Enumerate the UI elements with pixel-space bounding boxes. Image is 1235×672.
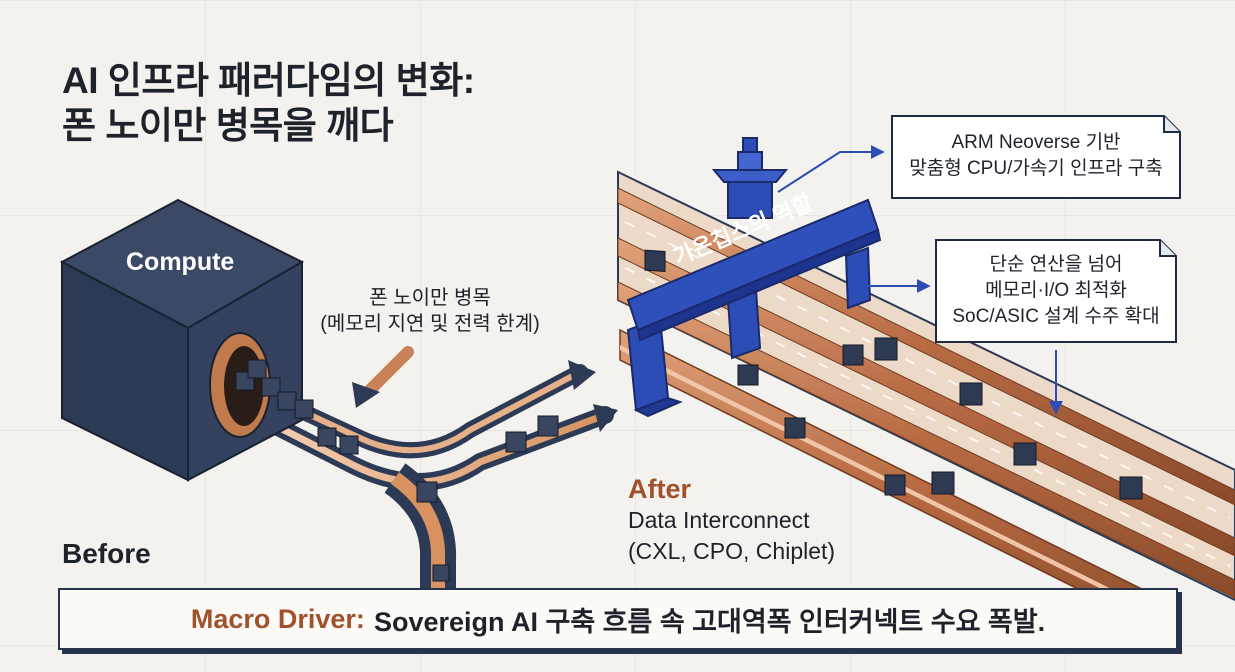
callout-connectors [777,145,1063,415]
bottleneck-caption: 폰 노이만 병목 (메모리 지연 및 전력 한계) [300,285,560,337]
bottleneck-line-1: 폰 노이만 병목 [369,287,491,309]
before-label: Before [62,538,151,569]
page-title: AI 인프라 패러다임의 변화: 폰 노이만 병목을 깨다 [62,58,475,148]
bottleneck-line-2: (메모리 지연 및 전력 한계) [320,313,540,335]
note-arm-line-1: ARM Neoverse 기반 [951,132,1121,153]
bottleneck-pipes [216,360,618,600]
after-caption: After Data Interconnect (CXL, CPO, Chipl… [628,474,835,567]
compute-label: Compute [126,248,235,276]
note-soc [935,239,1177,343]
note-soc-line-3: SoC/ASIC 설계 수주 확대 [952,306,1160,327]
data-packets-before [235,359,559,582]
bottleneck-pointer [352,346,414,408]
macro-driver-banner: Macro Driver: Sovereign AI 구축 흐름 속 고대역폭 … [58,588,1178,650]
title-line-2: 폰 노이만 병목을 깨다 [62,105,394,146]
compute-block [59,198,305,482]
note-soc-line-2: 메모리·I/O 최적화 [985,280,1127,301]
note-arm-text: ARM Neoverse 기반 맞춤형 CPU/가속기 인프라 구축 [894,130,1178,182]
banner-label: Macro Driver: [190,603,365,634]
data-packets-after [644,249,1143,500]
banner-text: Sovereign AI 구축 흐름 속 고대역폭 인터커넥트 수요 폭발. [373,606,1046,637]
note-soc-text: 단순 연산을 넘어 메모리·I/O 최적화 SoC/ASIC 설계 수주 확대 [938,252,1174,330]
after-label: After [628,474,692,504]
note-soc-line-1: 단순 연산을 넘어 [989,254,1123,275]
note-arm-line-2: 맞춤형 CPU/가속기 인프라 구축 [909,158,1163,179]
note-arm [891,115,1181,199]
gateway-structure [626,137,882,418]
after-line-1: Data Interconnect [628,507,810,533]
title-line-1: AI 인프라 패러다임의 변화: [62,60,475,101]
after-line-2: (CXL, CPO, Chiplet) [628,538,836,564]
